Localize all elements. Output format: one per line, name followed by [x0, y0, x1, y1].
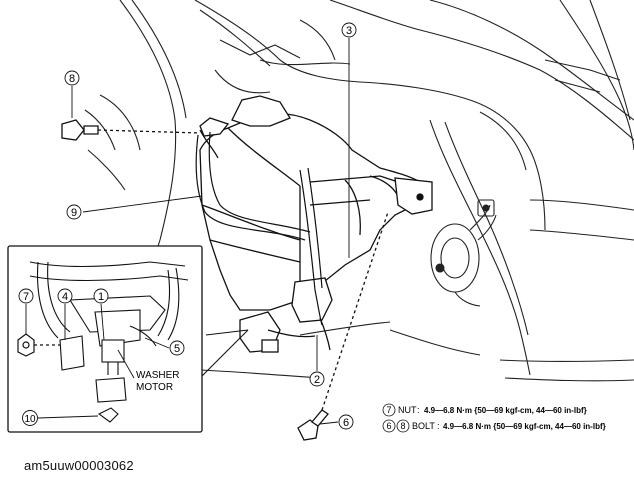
- callouts: [18, 22, 357, 430]
- inset-leader-2: [205, 329, 249, 336]
- callout-1: 1: [98, 291, 104, 303]
- torque-colon-2: :: [437, 421, 440, 431]
- torque-ref-6: 6: [386, 421, 391, 431]
- washer-label-line1: WASHER: [136, 370, 180, 381]
- body-structure: [84, 0, 634, 382]
- torque-colon-1: :: [417, 405, 420, 415]
- tank-bracket: [394, 177, 433, 215]
- callout-6: 6: [343, 417, 349, 429]
- callout-4: 4: [62, 291, 68, 303]
- callout-3: 3: [346, 25, 352, 37]
- callout-7: 7: [23, 291, 29, 303]
- torque-value-bolt: 4.9—6.8 N·m {50—69 kgf-cm, 44—60 in-lbf}: [443, 422, 606, 431]
- callout-numbers: 8 3 9 7 4 1 5 2 6 10: [23, 25, 352, 429]
- horn: [430, 199, 497, 307]
- callout-9: 9: [71, 207, 77, 219]
- tank-washer-motor: [239, 277, 333, 353]
- torque-specs: 7 NUT : 4.9—6.8 N·m {50—69 kgf-cm, 44—60…: [382, 403, 606, 433]
- washer-tank: [199, 113, 421, 311]
- torque-value-nut: 4.9—6.8 N·m {50—69 kgf-cm, 44—60 in-lbf}: [424, 406, 587, 415]
- hoses: [195, 131, 323, 326]
- torque-part-nut: NUT: [398, 405, 417, 415]
- washer-motor-label: WASHER MOTOR: [117, 349, 180, 393]
- bolt-8: [61, 119, 201, 141]
- torque-ref-7: 7: [386, 405, 391, 415]
- callout-8: 8: [69, 73, 75, 85]
- washer-label-line2: MOTOR: [136, 382, 173, 393]
- inset-leader: [199, 329, 249, 379]
- filler-neck: [199, 95, 291, 159]
- callout-5: 5: [174, 343, 180, 355]
- bolt-6: [297, 211, 389, 441]
- torque-ref-8: 8: [400, 421, 405, 431]
- callout-10: 10: [24, 414, 36, 425]
- torque-part-bolt: BOLT: [412, 421, 435, 431]
- figure-id: am5uuw00003062: [24, 458, 134, 473]
- inset-detail: WASHER MOTOR: [7, 245, 203, 433]
- callout-2: 2: [314, 374, 320, 386]
- nut-7: [17, 333, 60, 357]
